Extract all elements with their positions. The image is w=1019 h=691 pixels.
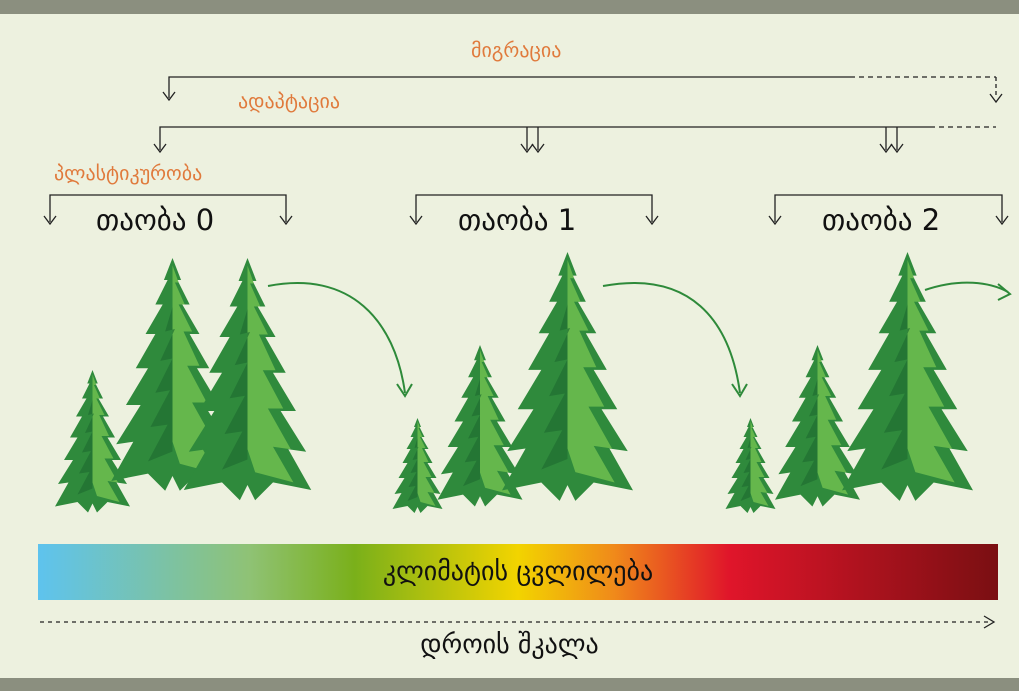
migration-bracket xyxy=(162,76,1003,104)
time-scale-arrow xyxy=(40,615,996,629)
plasticity-brackets xyxy=(43,194,1009,226)
frame-bottom xyxy=(0,678,1019,691)
climate-change-label: კლიმატის ცვლილება xyxy=(382,557,654,587)
plasticity-label: პლასტიკურობა xyxy=(54,161,203,185)
frame-top xyxy=(0,0,1019,14)
climate-gradient-bar xyxy=(38,544,998,600)
adaptation-label: ადაპტაცია xyxy=(238,89,341,113)
adaptation-bracket xyxy=(153,126,996,154)
trees-generation-1 xyxy=(392,252,633,513)
generation-1-label: თაობა 1 xyxy=(458,203,577,237)
generation-2-label: თაობა 2 xyxy=(822,203,941,237)
migration-label: მიგრაცია xyxy=(471,38,562,62)
generation-0-label: თაობა 0 xyxy=(96,203,215,237)
time-scale-label: დროის შკალა xyxy=(420,630,599,660)
trees-generation-2 xyxy=(725,252,973,513)
trees-generation-0 xyxy=(55,258,312,513)
generation-arrows xyxy=(267,281,1012,398)
